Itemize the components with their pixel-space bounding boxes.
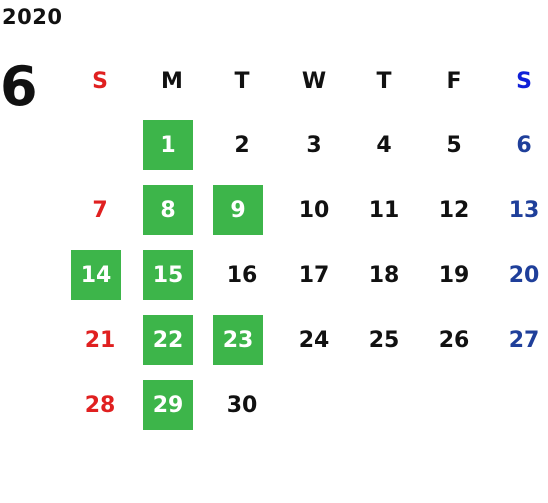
day-cell[interactable]: 27 bbox=[508, 327, 540, 353]
weekday-header: T bbox=[234, 68, 250, 94]
highlighted-day-cell[interactable]: 9 bbox=[213, 185, 263, 235]
highlighted-day-cell[interactable]: 22 bbox=[143, 315, 193, 365]
day-cell[interactable]: 5 bbox=[446, 132, 462, 158]
day-cell[interactable]: 11 bbox=[368, 197, 400, 223]
day-cell[interactable]: 4 bbox=[376, 132, 392, 158]
day-cell[interactable]: 3 bbox=[306, 132, 322, 158]
day-cell[interactable]: 7 bbox=[92, 197, 108, 223]
highlighted-day-cell[interactable]: 1 bbox=[143, 120, 193, 170]
weekday-header: S bbox=[92, 68, 108, 94]
day-cell[interactable]: 10 bbox=[298, 197, 330, 223]
day-cell[interactable]: 2 bbox=[234, 132, 250, 158]
highlighted-day-cell[interactable]: 15 bbox=[143, 250, 193, 300]
day-cell[interactable]: 30 bbox=[226, 392, 258, 418]
day-cell[interactable]: 24 bbox=[298, 327, 330, 353]
day-cell[interactable]: 21 bbox=[84, 327, 116, 353]
day-cell[interactable]: 25 bbox=[368, 327, 400, 353]
day-cell[interactable]: 6 bbox=[516, 132, 532, 158]
day-cell[interactable]: 13 bbox=[508, 197, 540, 223]
day-cell[interactable]: 20 bbox=[508, 262, 540, 288]
weekday-header: T bbox=[376, 68, 392, 94]
day-cell[interactable]: 12 bbox=[438, 197, 470, 223]
weekday-header: F bbox=[446, 68, 462, 94]
highlighted-day-cell[interactable]: 23 bbox=[213, 315, 263, 365]
day-cell[interactable]: 19 bbox=[438, 262, 470, 288]
highlighted-day-cell[interactable]: 14 bbox=[71, 250, 121, 300]
highlighted-day-cell[interactable]: 8 bbox=[143, 185, 193, 235]
year-label: 2020 bbox=[2, 5, 63, 29]
day-cell[interactable]: 18 bbox=[368, 262, 400, 288]
weekday-header: M bbox=[161, 68, 183, 94]
weekday-header: S bbox=[516, 68, 532, 94]
highlighted-day-cell[interactable]: 29 bbox=[143, 380, 193, 430]
day-cell[interactable]: 26 bbox=[438, 327, 470, 353]
day-cell[interactable]: 28 bbox=[84, 392, 116, 418]
day-cell[interactable]: 17 bbox=[298, 262, 330, 288]
day-cell[interactable]: 16 bbox=[226, 262, 258, 288]
month-number: 6 bbox=[0, 55, 38, 118]
weekday-header: W bbox=[301, 68, 327, 94]
